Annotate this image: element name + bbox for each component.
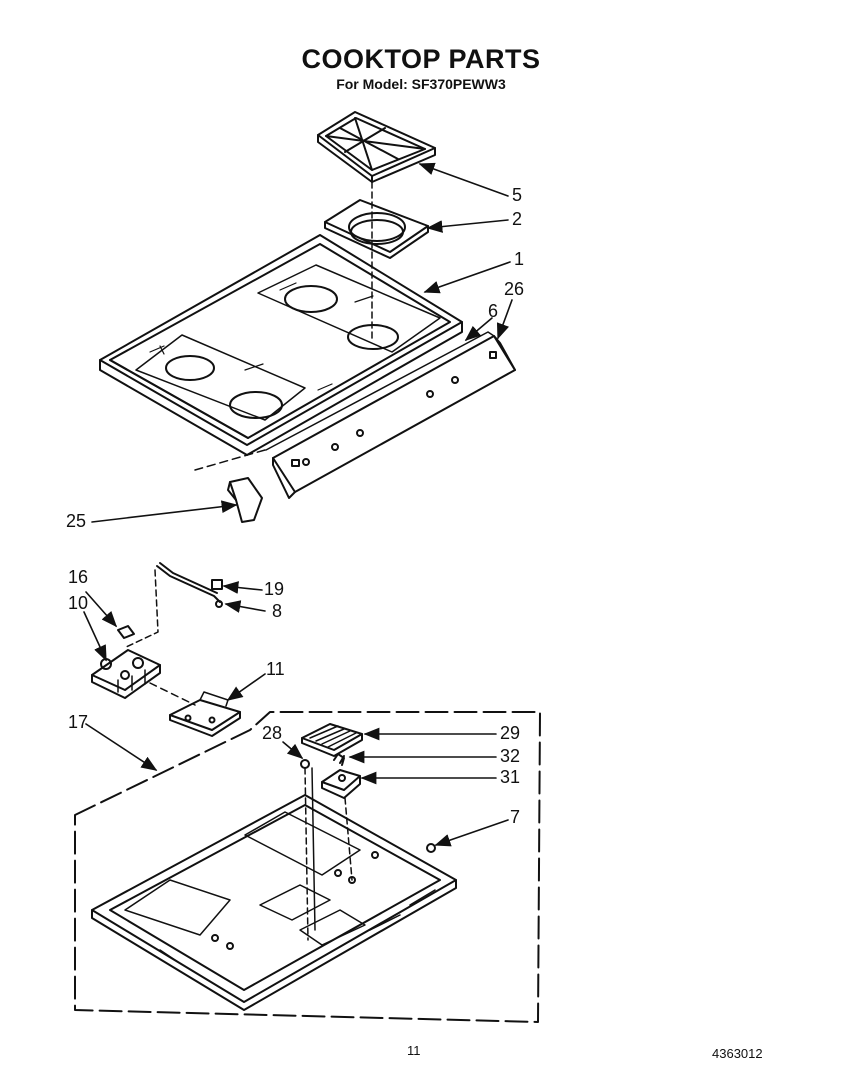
thermocouple-part	[156, 562, 223, 608]
callout-2: 2	[512, 209, 523, 229]
callout-7: 7	[510, 807, 521, 827]
vent-grille-part	[301, 723, 363, 757]
callout-5: 5	[512, 185, 523, 205]
drip-pan-part	[324, 199, 429, 259]
knob-bracket-part	[227, 477, 263, 523]
model-subtitle: For Model: SF370PEWW3	[336, 76, 506, 92]
callout-17: 17	[68, 712, 89, 732]
leader-lines	[83, 162, 513, 847]
callout-1: 1	[514, 249, 525, 269]
cooktop-main-part	[99, 234, 463, 456]
clip-part	[117, 625, 135, 639]
callout-16: 16	[68, 567, 89, 587]
screw-part	[300, 759, 316, 941]
callout-19: 19	[264, 579, 285, 599]
burner-grate-part	[317, 111, 436, 183]
page-number: 11	[407, 1043, 421, 1058]
callout-28: 28	[262, 723, 283, 743]
callout-8: 8	[272, 601, 283, 621]
callout-10: 10	[68, 593, 89, 613]
control-panel-part	[265, 331, 516, 499]
callout-29: 29	[500, 723, 521, 743]
callout-11: 11	[266, 659, 285, 679]
callout-31: 31	[500, 767, 521, 787]
page-title: COOKTOP PARTS	[301, 44, 541, 74]
callout-25: 25	[66, 511, 87, 531]
mounting-bracket-part	[169, 691, 241, 737]
callout-32: 32	[500, 746, 521, 766]
callout-26: 26	[504, 279, 525, 299]
valve-assembly-part	[91, 649, 161, 699]
base-pan-part	[91, 794, 457, 1011]
document-number: 4363012	[712, 1046, 763, 1061]
spring-clip-part	[333, 753, 345, 766]
pan-screw-part	[426, 843, 436, 853]
callout-6: 6	[488, 301, 499, 321]
grille-bracket-part	[321, 769, 361, 881]
